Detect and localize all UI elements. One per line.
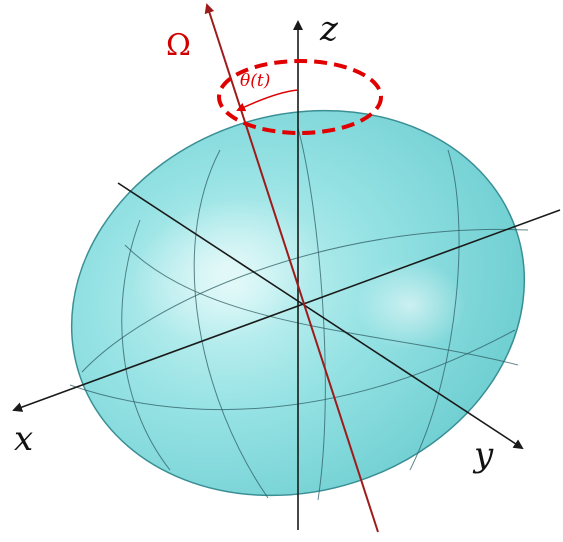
rotation-axis [204,3,379,533]
ellipsoid-highlight [132,197,318,343]
x-axis [12,209,561,412]
x-axis-label: x [14,419,33,459]
rotation-axis-label: Ω [166,28,191,63]
z-axis-label: z [319,9,339,49]
theta-arc [236,89,299,112]
ellipsoid-wireframe [69,127,529,501]
axes [12,20,561,530]
precession-orbit [217,59,383,135]
y-axis-label: y [472,435,494,475]
ellipsoid-highlight-right [355,260,465,350]
y-axis [117,182,524,450]
tilt-angle-label: θ(t) [240,71,270,91]
